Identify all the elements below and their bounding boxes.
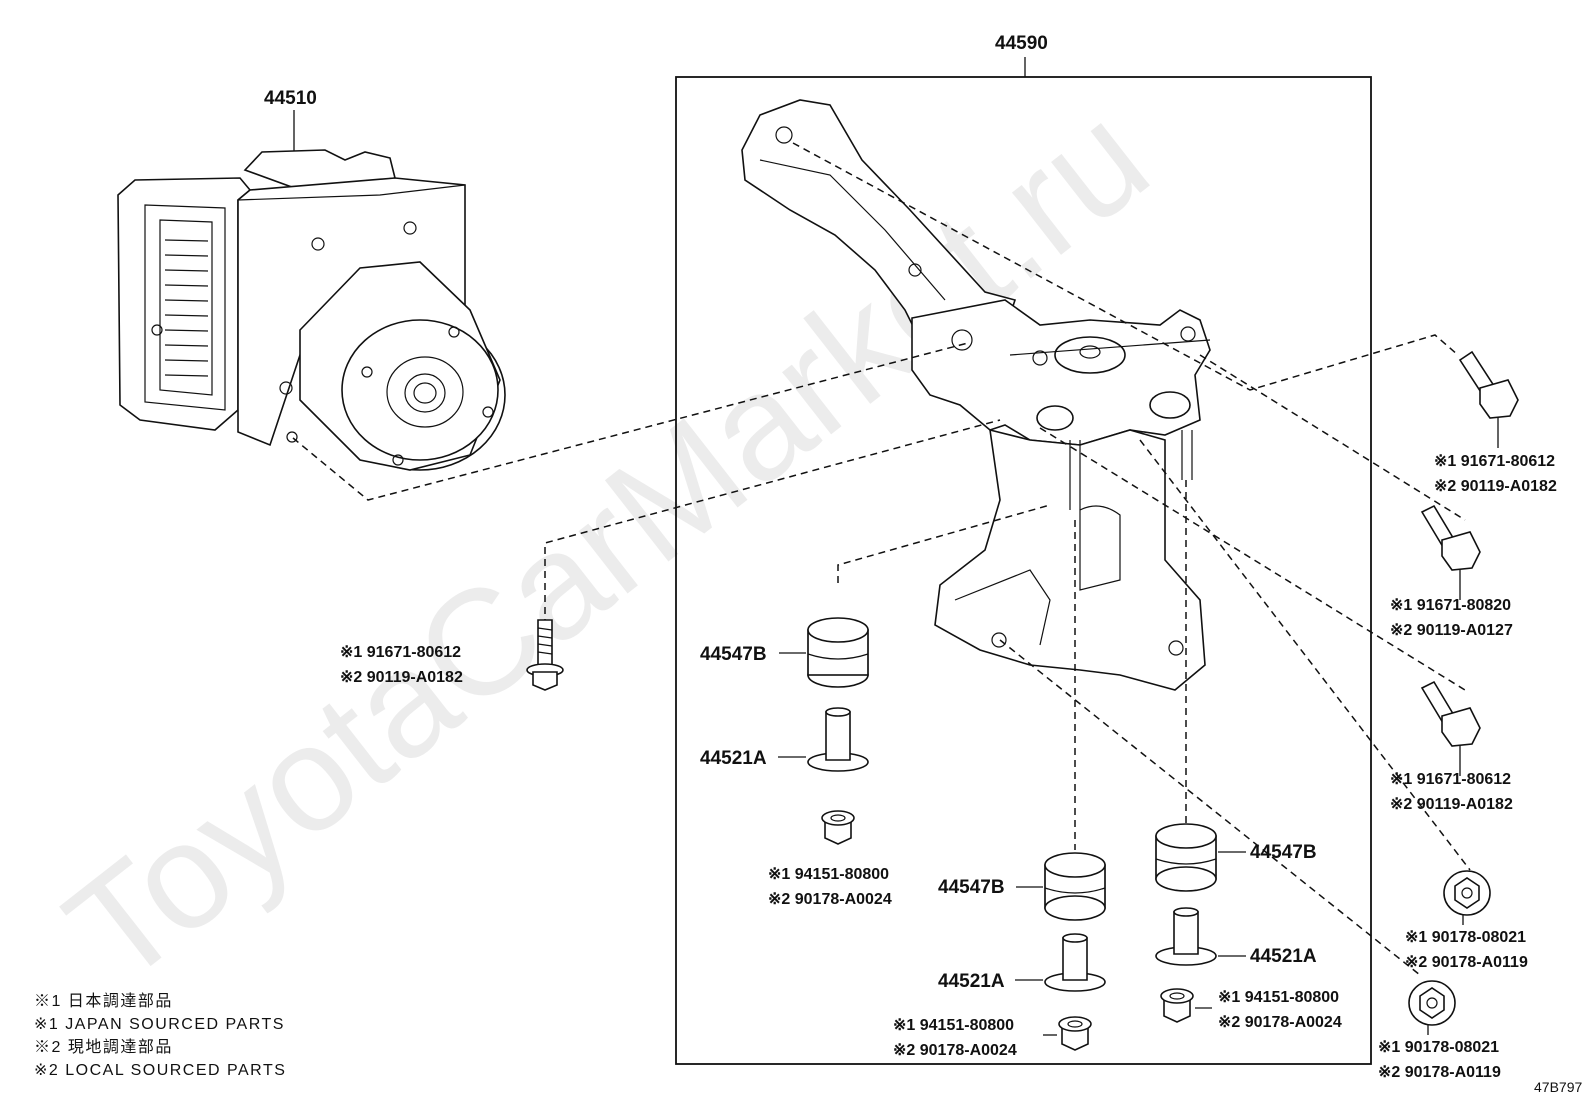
figure-code: 47B797	[1534, 1079, 1582, 1095]
nut-center-local: ※2 90178-A0024	[893, 1042, 1017, 1059]
bolt-left	[526, 619, 564, 691]
bolt-right-2	[1420, 504, 1481, 571]
bracket	[741, 99, 1211, 691]
legend-line-2: ※1 JAPAN SOURCED PARTS	[34, 1016, 285, 1033]
bolt-right-1-local: ※2 90119-A0182	[1434, 478, 1557, 495]
nut-center	[1058, 1016, 1092, 1051]
cushion-right	[1155, 823, 1217, 892]
collar-left	[807, 707, 869, 772]
nut-left	[821, 810, 855, 845]
nut-center-jp: ※1 94151-80800	[893, 1017, 1014, 1034]
label-44547b-left: 44547B	[700, 644, 767, 665]
bolt-right-1-jp: ※1 91671-80612	[1434, 453, 1555, 470]
nut-left-local: ※2 90178-A0024	[768, 891, 892, 908]
collar-right	[1155, 907, 1217, 966]
flange-nut-1-local: ※2 90178-A0119	[1405, 954, 1528, 971]
label-44547b-right: 44547B	[1250, 842, 1317, 863]
label-44521a-left: 44521A	[700, 748, 767, 769]
abs-actuator: 44510	[117, 88, 506, 471]
collar-center	[1044, 933, 1106, 992]
bolt-right-2-jp: ※1 91671-80820	[1390, 597, 1511, 614]
bolt-right-3-local: ※2 90119-A0182	[1390, 796, 1513, 813]
nut-center-right-jp: ※1 94151-80800	[1218, 989, 1339, 1006]
assembly-box-44590	[675, 76, 1372, 1065]
nut-left-jp: ※1 94151-80800	[768, 866, 889, 883]
legend-line-3: ※2 現地調達部品	[34, 1038, 173, 1056]
bolt-right-2-local: ※2 90119-A0127	[1390, 622, 1513, 639]
bolt-right-1	[1458, 350, 1519, 419]
bolt-right-3-jp: ※1 91671-80612	[1390, 771, 1511, 788]
legend: ※1 日本調達部品 ※1 JAPAN SOURCED PARTS ※2 現地調達…	[34, 992, 286, 1079]
label-44510: 44510	[264, 88, 317, 109]
cushion-left	[807, 617, 869, 688]
label-44521a-right: 44521A	[1250, 946, 1317, 967]
flange-nut-2	[1408, 980, 1456, 1026]
nut-center-right-local: ※2 90178-A0024	[1218, 1014, 1342, 1031]
bolt-left-jp: ※1 91671-80612	[340, 644, 461, 661]
flange-nut-2-jp: ※1 90178-08021	[1378, 1039, 1499, 1056]
legend-line-4: ※2 LOCAL SOURCED PARTS	[34, 1062, 286, 1079]
reference-lines	[292, 142, 1471, 976]
label-44590: 44590	[995, 33, 1048, 54]
flange-nut-1-jp: ※1 90178-08021	[1405, 929, 1526, 946]
cushion-center	[1044, 852, 1106, 921]
flange-nut-1	[1443, 870, 1491, 916]
legend-line-1: ※1 日本調達部品	[34, 992, 173, 1010]
nut-center-right	[1160, 988, 1194, 1023]
bolt-right-3	[1420, 680, 1481, 747]
label-44521a-center: 44521A	[938, 971, 1005, 992]
bolt-left-local: ※2 90119-A0182	[340, 669, 463, 686]
flange-nut-2-local: ※2 90178-A0119	[1378, 1064, 1501, 1081]
label-44547b-center: 44547B	[938, 877, 1005, 898]
